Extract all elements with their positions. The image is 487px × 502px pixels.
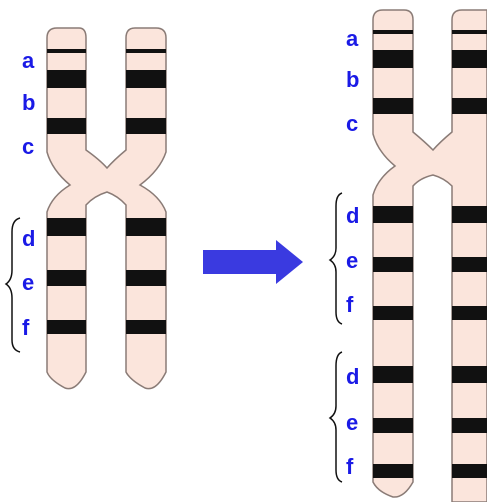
dup-band-b-left-chromatid [373,50,413,68]
dup-label-b: b [346,67,359,92]
dup-band-e1-right-chromatid [452,257,487,272]
dup-label-f2: f [346,454,354,479]
dup-band-a-right-chromatid [452,30,487,34]
band-a-right-chromatid [126,49,166,53]
label-e: e [22,270,34,295]
dup-band-f2-right-chromatid [452,464,487,478]
dup-band-c-right-chromatid [452,98,487,114]
band-d-right-chromatid [126,218,166,236]
dup-label-f1: f [346,292,354,317]
arrow-shape [203,240,303,284]
right-arrow-icon [203,240,303,284]
band-d-left-chromatid [47,218,86,236]
dup-label-c: c [346,111,358,136]
dup-band-d1-right-chromatid [452,206,487,223]
dup-band-a-left-chromatid [373,30,413,34]
band-c-right-chromatid [126,118,166,134]
dup-label-e2: e [346,410,358,435]
dup-band-f1-left-chromatid [373,306,413,320]
dup-label-d1: d [346,203,359,228]
dup-label-d2: d [346,364,359,389]
dup-label-e1: e [346,248,358,273]
dup-segment-brace-2 [328,351,343,483]
band-a-left-chromatid [47,49,86,53]
dup-band-d2-right-chromatid [452,366,487,383]
dup-band-d1-left-chromatid [373,206,413,223]
dup-segment-brace-1 [328,192,343,325]
original-chromosome: a b c d e f [4,27,167,390]
segment-brace [4,217,21,353]
band-e-right-chromatid [126,270,166,286]
label-c: c [22,134,34,159]
label-a: a [22,48,35,73]
band-b-left-chromatid [47,70,86,88]
dup-band-f1-right-chromatid [452,306,487,320]
label-d: d [22,226,35,251]
band-e-left-chromatid [47,270,86,286]
band-f-right-chromatid [126,320,166,334]
label-f: f [22,315,30,340]
dup-band-f2-left-chromatid [373,464,413,478]
dup-band-d2-left-chromatid [373,366,413,383]
band-b-right-chromatid [126,70,166,88]
band-c-left-chromatid [47,118,86,134]
dup-band-b-right-chromatid [452,50,487,68]
dup-band-c-left-chromatid [373,98,413,114]
dup-label-a: a [346,26,359,51]
dup-band-e1-left-chromatid [373,257,413,272]
dup-band-e2-right-chromatid [452,418,487,433]
duplicated-chromosome: a b c d e f d e f [328,9,487,502]
band-f-left-chromatid [47,320,86,334]
dup-band-e2-left-chromatid [373,418,413,433]
label-b: b [22,90,35,115]
